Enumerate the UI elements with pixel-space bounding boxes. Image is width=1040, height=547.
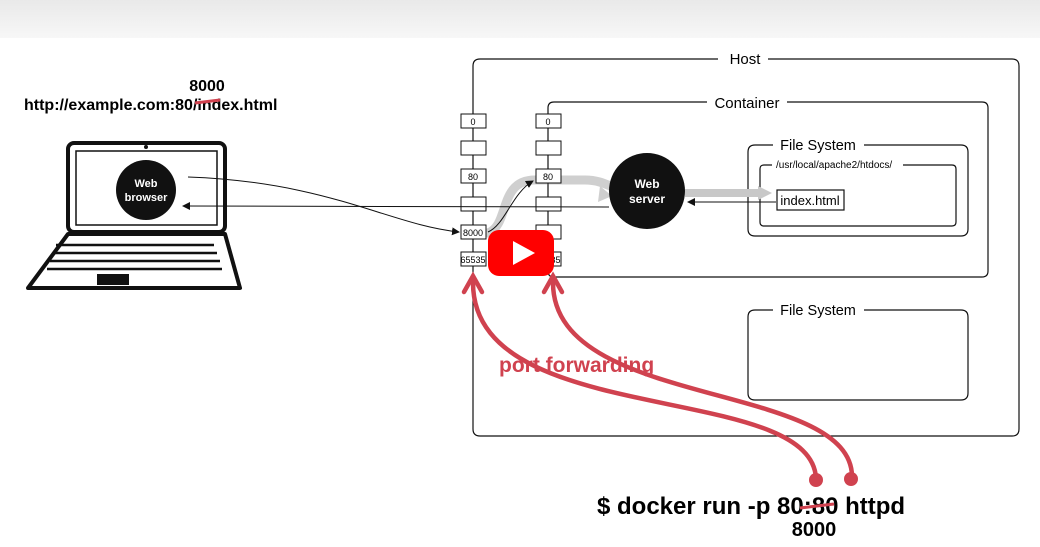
forward-arrow (487, 180, 534, 233)
url-new-port: 8000 (189, 78, 225, 95)
container-port-dot (844, 472, 858, 486)
url-text: http://example.com:80/index.html (24, 97, 277, 114)
svg-text:Web: Web (634, 177, 659, 191)
container-title: Container (714, 95, 779, 112)
port-forwarding-label: port forwarding (499, 354, 654, 377)
container-box: Container (547, 95, 989, 278)
htdocs-path: /usr/local/apache2/htdocs/ (776, 160, 892, 171)
svg-text:browser: browser (125, 192, 169, 204)
docker-command: $ docker run -p 80:80 httpd (597, 493, 905, 520)
play-icon (513, 241, 535, 265)
old-port-dot (809, 473, 823, 487)
port-forwarding-arrows (461, 271, 855, 481)
container-port-0: 0 (545, 117, 550, 127)
host-port-65535: 65535 (460, 255, 485, 265)
url-port-strike (194, 98, 221, 105)
host-port-column: 0 80 8000 65535 (460, 112, 487, 267)
container-filesystem: File System /usr/local/apache2/htdocs/ i… (747, 138, 969, 237)
svg-text:File System: File System (780, 303, 856, 319)
play-button[interactable] (488, 230, 554, 276)
command-new-port: 8000 (792, 519, 837, 541)
host-port-8000: 8000 (463, 228, 483, 238)
svg-text:File System: File System (780, 138, 856, 154)
web-server: Web server (609, 153, 685, 229)
svg-text:server: server (629, 192, 665, 206)
request-arrow (187, 176, 460, 236)
index-file: index.html (780, 193, 839, 208)
host-port-80: 80 (468, 172, 478, 182)
svg-text:Web: Web (134, 178, 157, 190)
response-arrow (182, 202, 610, 211)
container-port-80: 80 (543, 172, 553, 182)
host-port-0: 0 (470, 117, 475, 127)
command-port-strike (799, 502, 835, 510)
web-browser: Web browser (116, 160, 176, 220)
top-bar (0, 0, 1040, 38)
host-title: Host (730, 51, 762, 68)
host-box: Host (472, 51, 1020, 437)
host-filesystem: File System (747, 303, 969, 401)
